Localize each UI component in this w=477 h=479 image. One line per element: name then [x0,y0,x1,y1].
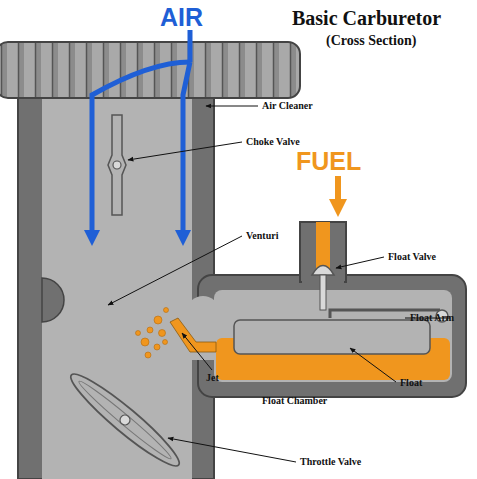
part-label: Float [400,378,422,388]
part-label: Air Cleaner [262,101,313,111]
flow-label: FUEL [296,149,361,174]
part-label: Throttle Valve [300,457,361,467]
part-label: Jet [206,373,219,383]
flow-label: AIR [160,5,203,30]
part-label: Float Chamber [262,396,327,406]
diagram-title: Basic Carburetor [292,8,441,28]
subtitle: (Cross Section) [326,34,416,48]
part-label: Choke Valve [246,137,300,147]
part-label: Float Arm [410,313,454,323]
part-label: Float Valve [388,252,436,262]
part-label: Venturi [246,231,278,241]
